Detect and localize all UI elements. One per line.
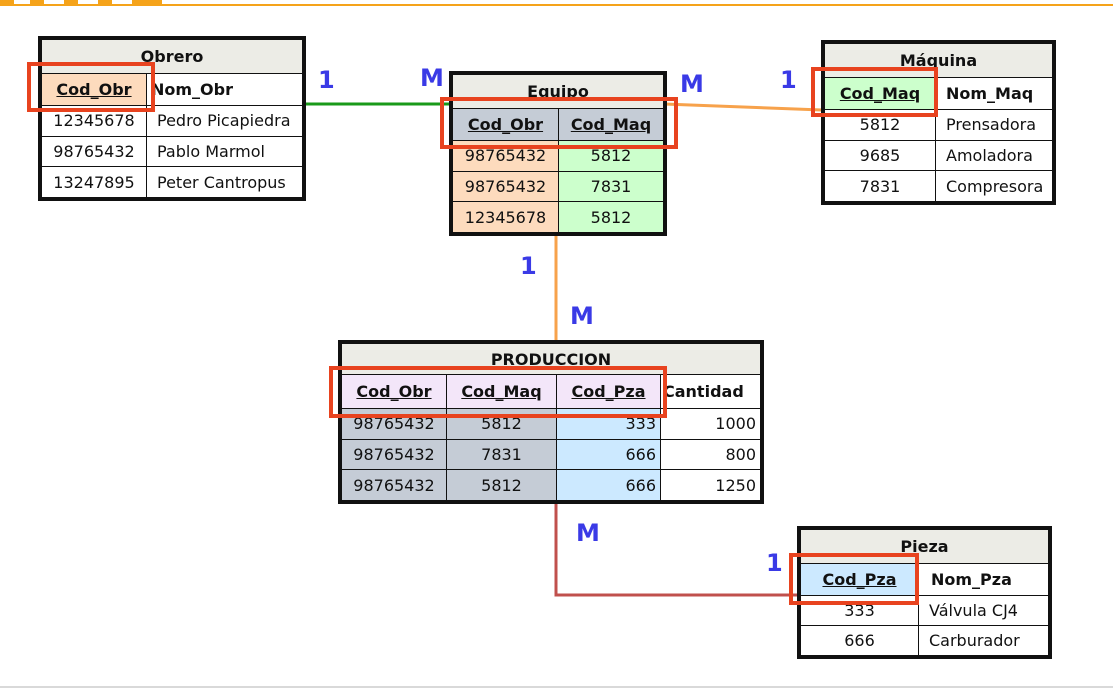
- table-cell: 666: [556, 438, 661, 471]
- column-header: Cod_Obr: [341, 374, 447, 409]
- top-decoration: [0, 0, 1113, 6]
- cardinality-label: 1: [766, 549, 783, 577]
- table-cell: 7831: [558, 170, 664, 203]
- table-cell: 98765432: [41, 135, 147, 168]
- table-cell: 666: [800, 625, 919, 656]
- column-header: Nom_Pza: [918, 563, 1049, 596]
- column-header: Cantidad: [660, 374, 761, 409]
- table-cell: Carburador: [918, 625, 1049, 656]
- cardinality-label: 1: [520, 252, 537, 280]
- cardinality-label: 1: [318, 66, 335, 94]
- key-highlight-produccion: [329, 366, 667, 418]
- table-title: Equipo: [452, 74, 664, 109]
- column-header: Nom_Maq: [935, 77, 1053, 110]
- cardinality-label: M: [576, 519, 600, 547]
- table-cell: Peter Cantropus: [146, 166, 303, 198]
- table-title: Pieza: [800, 529, 1049, 564]
- table-cell: 7831: [824, 170, 936, 202]
- table-cell: 800: [660, 438, 761, 471]
- table-cell: 5812: [558, 201, 664, 233]
- cardinality-label: M: [680, 70, 704, 98]
- column-header: Cod_Maq: [558, 108, 664, 141]
- column-header: Cod_Obr: [452, 108, 559, 141]
- column-header: Nom_Obr: [146, 73, 303, 106]
- table-cell: 98765432: [341, 408, 447, 440]
- column-header: Cod_Obr: [41, 73, 147, 106]
- table-cell: Compresora: [935, 170, 1053, 202]
- table-cell: 7831: [446, 438, 557, 471]
- cardinality-label: 1: [780, 66, 797, 94]
- table-cell: 98765432: [452, 170, 559, 203]
- table-cell: Amoladora: [935, 139, 1053, 172]
- key-highlight-obrero: [27, 62, 155, 112]
- table-cell: 1250: [660, 469, 761, 501]
- column-header: Cod_Maq: [824, 77, 936, 110]
- table-cell: 5812: [446, 408, 557, 440]
- table-cell: 333: [556, 408, 661, 440]
- table-cell: Pedro Picapiedra: [146, 105, 303, 137]
- key-highlight-pieza: [789, 553, 919, 605]
- table-cell: 12345678: [452, 201, 559, 233]
- line-produccion-pieza: [554, 502, 800, 597]
- table-cell: Válvula CJ4: [918, 595, 1049, 626]
- cardinality-label: M: [570, 302, 594, 330]
- bottom-divider: [0, 686, 1113, 688]
- table-cell: 98765432: [341, 438, 447, 471]
- key-highlight-equipo: [440, 97, 678, 149]
- column-header: Cod_Pza: [800, 563, 919, 596]
- table-cell: 666: [556, 469, 661, 501]
- table-title: Máquina: [824, 43, 1053, 78]
- table-cell: 13247895: [41, 166, 147, 198]
- table-cell: 1000: [660, 408, 761, 440]
- column-header: Cod_Maq: [446, 374, 557, 409]
- table-cell: 5812: [446, 469, 557, 501]
- table-cell: 9685: [824, 139, 936, 172]
- table-cell: Prensadora: [935, 109, 1053, 141]
- table-cell: 98765432: [341, 469, 447, 501]
- key-highlight-maquina: [811, 67, 938, 117]
- table-cell: Pablo Marmol: [146, 135, 303, 168]
- line-equipo-maquina: [663, 102, 823, 112]
- cardinality-label: M: [420, 64, 444, 92]
- column-header: Cod_Pza: [556, 374, 661, 409]
- table-produccion: PRODUCCION Cod_Obr Cod_Maq Cod_Pza Canti…: [338, 340, 764, 504]
